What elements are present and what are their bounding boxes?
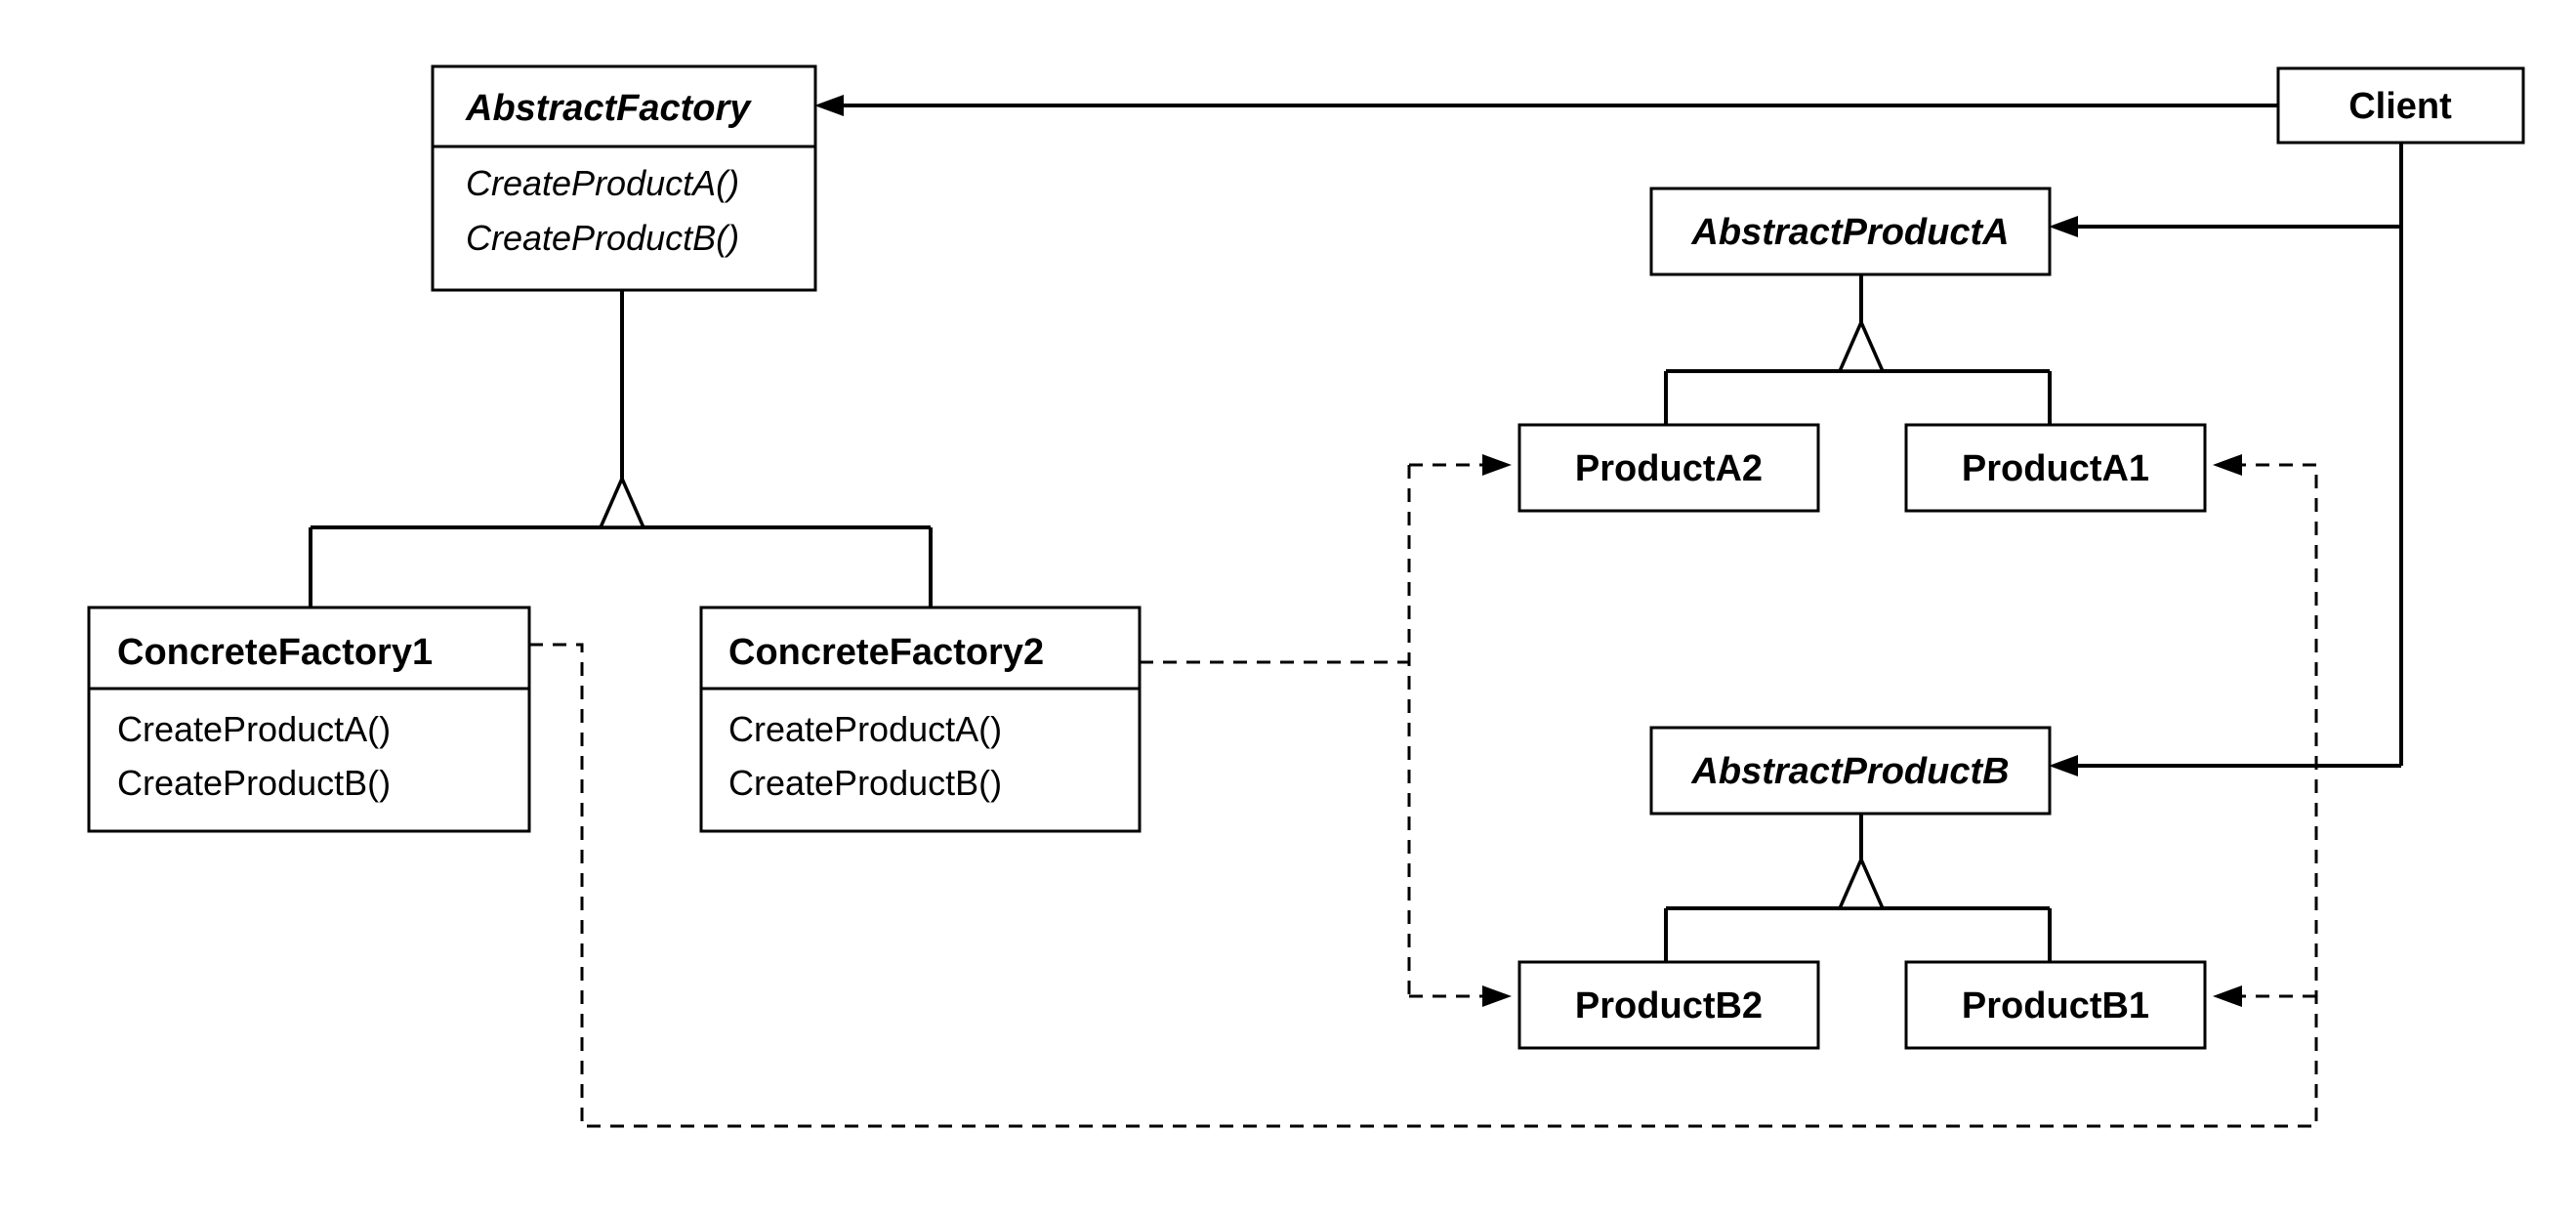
producta-generalization-triangle [1837, 317, 1886, 373]
class-abstract-product-a: AbstractProductA [1649, 187, 2052, 276]
operation: CreateProductB() [117, 763, 391, 803]
class-name: Client [2348, 86, 2452, 127]
client-to-abstractproductb-arrow [2049, 227, 2403, 776]
class-name: AbstractProductA [1690, 212, 2009, 253]
operation: CreateProductB() [728, 763, 1002, 803]
class-name: ProductA2 [1575, 448, 1763, 489]
productb-inheritance-tree [1664, 814, 2052, 962]
factory-inheritance-tree [309, 290, 933, 608]
class-name: ConcreteFactory2 [728, 632, 1044, 673]
client-to-abstractfactory-arrow [814, 95, 2278, 116]
class-name: ConcreteFactory1 [117, 632, 433, 673]
class-name: ProductA1 [1962, 448, 2149, 489]
operation: CreateProductA() [466, 163, 739, 203]
productb-generalization-triangle [1837, 855, 1886, 910]
class-product-a1: ProductA1 [1904, 423, 2207, 513]
class-abstract-factory: AbstractFactory CreateProductA() CreateP… [431, 64, 817, 292]
operation: CreateProductA() [728, 709, 1002, 749]
class-concrete-factory-2: ConcreteFactory2 CreateProductA() Create… [699, 606, 1142, 833]
client-to-abstractproducta-arrow [2049, 143, 2403, 237]
operation: CreateProductA() [117, 709, 391, 749]
class-name: AbstractProductB [1690, 751, 2009, 792]
class-name: ProductB1 [1962, 985, 2149, 1026]
class-name: ProductB2 [1575, 985, 1763, 1026]
factory-generalization-triangle [598, 474, 646, 529]
class-abstract-product-b: AbstractProductB [1649, 726, 2052, 816]
class-product-a2: ProductA2 [1517, 423, 1820, 513]
class-product-b2: ProductB2 [1517, 960, 1820, 1050]
class-name: AbstractFactory [465, 88, 752, 129]
operation: CreateProductB() [466, 218, 739, 258]
concretefactory2-creates-products [1140, 454, 1512, 1007]
concretefactory1-creates-products [529, 454, 2318, 1128]
class-concrete-factory-1: ConcreteFactory1 CreateProductA() Create… [87, 606, 531, 833]
producta-inheritance-tree [1664, 274, 2052, 425]
class-client: Client [2276, 66, 2525, 145]
class-product-b1: ProductB1 [1904, 960, 2207, 1050]
